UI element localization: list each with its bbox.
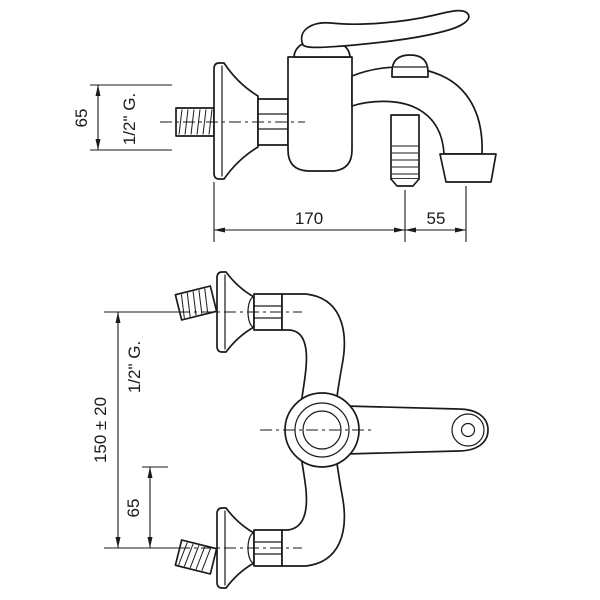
side-aerator [439,153,497,183]
side-view: 65 1/2" G. 170 55 [72,9,497,242]
side-lever-handle [300,9,470,49]
front-lower-nipple [174,539,218,575]
front-dim-150: 150 ± 20 [91,311,178,549]
side-shower-outlet [390,114,420,187]
side-thread-label: 1/2" G. [120,93,139,145]
front-dim-65: 65 [124,466,168,548]
front-lever-handle [345,405,489,455]
side-dim-65: 65 [72,84,172,151]
side-diverter-knob [391,54,429,78]
side-dim-170-label: 170 [295,209,323,228]
side-dim-170-55: 170 55 [213,182,467,242]
front-upper-nipple [174,285,218,321]
front-thread-label: 1/2" G. [125,341,144,393]
side-wall-flange [213,62,259,180]
front-view: 150 ± 20 1/2" G. 65 [91,271,489,589]
front-dim-65-label: 65 [124,499,143,518]
side-body [287,56,353,172]
front-dim-150-label: 150 ± 20 [91,397,110,463]
side-dim-65-label: 65 [72,109,91,128]
side-dim-55-label: 55 [427,209,446,228]
